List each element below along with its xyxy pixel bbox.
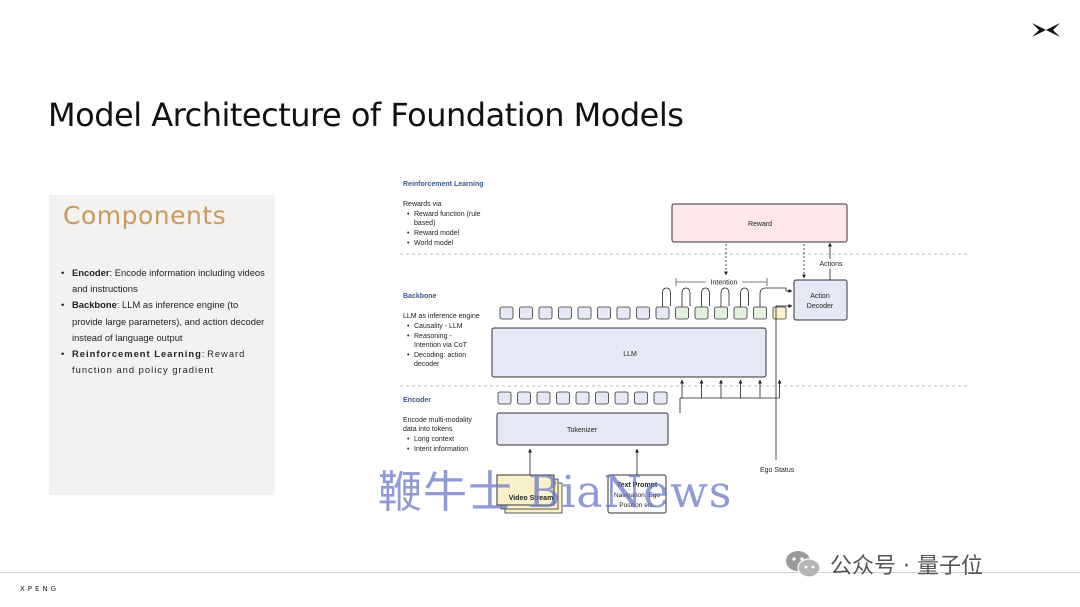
svg-text:Action: Action — [810, 293, 830, 300]
rl-intro: Rewards via — [403, 201, 442, 208]
svg-text:Reasoning -: Reasoning - — [414, 333, 452, 340]
token — [772, 306, 787, 320]
svg-text:Intention via CoT: Intention via CoT — [414, 342, 468, 349]
token — [575, 391, 590, 405]
intention-label: Intention — [711, 280, 738, 287]
backbone-token-row — [499, 306, 787, 320]
token — [536, 391, 551, 405]
token — [634, 391, 648, 405]
token — [616, 306, 631, 320]
token — [733, 306, 748, 320]
action-decoder-box — [793, 279, 848, 321]
svg-text:Reward model: Reward model — [414, 230, 460, 237]
token — [655, 306, 670, 320]
token — [577, 306, 592, 320]
list-item: Reinforcement Learning: Reward function … — [61, 346, 266, 378]
svg-text:•: • — [407, 446, 410, 453]
svg-text:based): based) — [414, 220, 435, 227]
svg-text:Reward function (rule: Reward function (rule — [414, 211, 481, 218]
actions-label: Actions — [820, 261, 843, 268]
components-title: Components — [63, 201, 227, 230]
svg-text:•: • — [407, 211, 410, 218]
encoder-heading: Encoder — [403, 397, 431, 404]
svg-text:Tokenizer: Tokenizer — [567, 427, 598, 434]
svg-text:•: • — [407, 240, 410, 247]
architecture-diagram: Reinforcement Learning Rewards via • Rew… — [390, 170, 980, 530]
svg-text:Reward: Reward — [748, 221, 772, 228]
svg-text:Causality - LLM: Causality - LLM — [414, 323, 463, 330]
svg-text:•: • — [407, 436, 410, 443]
svg-text:•: • — [407, 230, 410, 237]
svg-text:•: • — [407, 333, 410, 340]
tokenizer-box — [496, 412, 669, 446]
svg-text:Decoder: Decoder — [807, 303, 834, 310]
components-list: Encoder: Encode information including vi… — [61, 265, 266, 378]
footer-brand: XPENG — [20, 585, 60, 593]
wechat-attribution: 公众号 · 量子位 — [784, 548, 983, 580]
footer-divider — [0, 572, 1080, 573]
svg-text:Decoding: action: Decoding: action — [414, 352, 466, 359]
svg-text:•: • — [407, 352, 410, 359]
svg-text:data into tokens: data into tokens — [403, 426, 453, 433]
rl-heading: Reinforcement Learning — [403, 181, 484, 188]
wechat-account-name: 公众号 · 量子位 — [830, 554, 983, 579]
svg-text:World model: World model — [414, 240, 454, 247]
page-title: Model Architecture of Foundation Models — [48, 96, 684, 134]
llm-box — [491, 327, 767, 378]
token — [556, 391, 570, 405]
xpeng-logo-icon — [1032, 23, 1060, 37]
ego-status-label: Ego Status — [760, 467, 795, 474]
encoder-token-row — [497, 391, 668, 405]
svg-text:Long context: Long context — [414, 436, 454, 443]
svg-text:•: • — [407, 323, 410, 330]
svg-text:Intent information: Intent information — [414, 446, 468, 453]
list-item: Backbone: LLM as inference engine (to pr… — [61, 297, 266, 346]
backbone-heading: Backbone — [403, 293, 437, 300]
token — [694, 306, 709, 320]
watermark-text: 鞭牛士 BiaNews — [378, 467, 733, 518]
svg-text:Navigation, Ego: Navigation, Ego — [614, 492, 660, 499]
token — [538, 306, 553, 320]
token — [636, 306, 650, 320]
svg-text:Video Stream: Video Stream — [509, 495, 554, 502]
svg-text:LLM: LLM — [623, 351, 637, 358]
token — [653, 391, 668, 405]
token — [499, 306, 514, 320]
video-stream-box — [496, 474, 555, 506]
token — [558, 306, 572, 320]
svg-text:Encode multi-modality: Encode multi-modality — [403, 417, 472, 424]
token — [753, 306, 767, 320]
svg-text:LLM as inference engine: LLM as inference engine — [403, 313, 480, 320]
svg-text:Position etc.: Position etc. — [619, 502, 655, 509]
svg-text:Text Prompt: Text Prompt — [617, 482, 658, 489]
token — [519, 306, 533, 320]
svg-text:decoder: decoder — [414, 361, 440, 368]
reward-box — [671, 203, 848, 243]
components-panel: Components Encoder: Encode information i… — [49, 195, 275, 495]
token — [497, 391, 512, 405]
token — [597, 306, 611, 320]
list-item: Encoder: Encode information including vi… — [61, 265, 266, 297]
token — [517, 391, 531, 405]
wechat-icon — [786, 551, 821, 578]
token — [614, 391, 629, 405]
token — [675, 306, 689, 320]
token — [595, 391, 609, 405]
token — [714, 306, 728, 320]
